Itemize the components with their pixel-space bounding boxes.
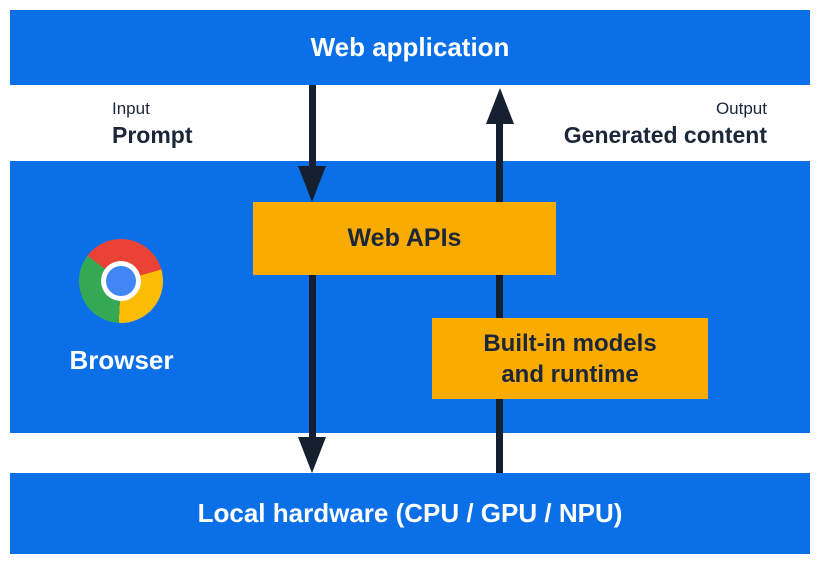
down-arrowhead-into-hardware-icon bbox=[298, 437, 326, 473]
input-label-group: Input Prompt bbox=[112, 96, 193, 150]
local-hardware-bar: Local hardware (CPU / GPU / NPU) bbox=[10, 473, 810, 554]
web-apis-label: Web APIs bbox=[347, 224, 462, 252]
web-apis-box: Web APIs bbox=[253, 202, 556, 275]
down-arrowhead-into-web-apis-icon bbox=[298, 166, 326, 202]
builtin-models-label-line1: Built-in models bbox=[483, 329, 657, 357]
builtin-models-box: Built-in models and runtime bbox=[432, 318, 708, 399]
local-hardware-label: Local hardware (CPU / GPU / NPU) bbox=[197, 498, 623, 528]
output-label-group: Output Generated content bbox=[564, 96, 767, 150]
input-value: Prompt bbox=[112, 122, 193, 148]
down-arrow-line-lower bbox=[309, 275, 316, 438]
up-arrowhead-into-web-application-icon bbox=[486, 88, 514, 124]
up-arrow-line bbox=[496, 120, 503, 473]
output-value: Generated content bbox=[563, 122, 767, 148]
web-application-label: Web application bbox=[310, 32, 510, 62]
web-application-bar: Web application bbox=[10, 10, 810, 85]
browser-label: Browser bbox=[69, 345, 174, 375]
chrome-logo-blue-center bbox=[106, 266, 136, 296]
chrome-logo-icon bbox=[79, 239, 163, 323]
down-arrow-line-upper bbox=[309, 85, 316, 168]
output-title: Output bbox=[715, 99, 767, 118]
builtin-models-label-line2: and runtime bbox=[501, 360, 639, 388]
input-title: Input bbox=[112, 99, 150, 118]
